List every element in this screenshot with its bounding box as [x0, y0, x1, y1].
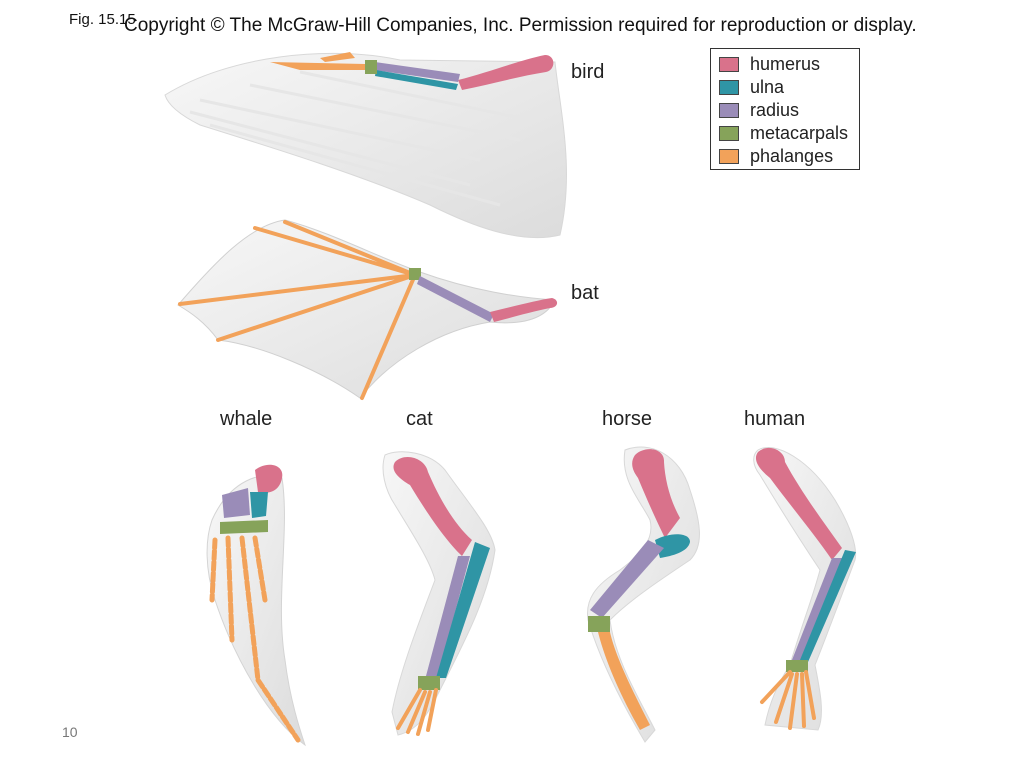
- whale-ulna: [250, 492, 268, 518]
- whale-flipper: [206, 464, 306, 747]
- human-skin: [753, 446, 857, 731]
- bat-wing: [177, 219, 558, 400]
- label-human: human: [744, 408, 806, 430]
- label-bird: bird: [571, 61, 605, 83]
- legend-label: phalanges: [750, 145, 834, 166]
- legend-label: ulna: [750, 76, 785, 97]
- bird-ulna: [375, 70, 458, 90]
- human-phalanges: [760, 670, 816, 730]
- bird-radius: [374, 62, 460, 82]
- bat-metacarpals: [409, 268, 421, 280]
- human-humerus: [755, 447, 842, 560]
- label-horse: horse: [602, 408, 653, 430]
- bat-phalanges: [178, 220, 417, 400]
- legend-swatch: [719, 125, 739, 141]
- legend-label: humerus: [750, 53, 821, 74]
- legend-swatch: [719, 102, 739, 118]
- cat-ulna: [436, 542, 490, 678]
- copyright-notice: Copyright © The McGraw-Hill Companies, I…: [124, 15, 917, 36]
- horse-radius: [590, 540, 664, 618]
- legend-swatch: [719, 148, 739, 164]
- human-ulna: [800, 550, 856, 662]
- label-bat: bat: [571, 282, 599, 304]
- bat-humerus: [490, 298, 558, 322]
- horse-humerus: [632, 449, 680, 538]
- legend-item-radius: radius: [719, 99, 799, 121]
- whale-metacarpals: [220, 520, 268, 534]
- bone-legend: humerus ulna radius metacarpals phalange…: [710, 48, 860, 170]
- horse-ulna: [655, 534, 690, 558]
- bird-humerus: [458, 55, 554, 90]
- legend-swatch: [719, 56, 739, 72]
- whale-phalanges: [209, 535, 301, 743]
- page-number: 10: [62, 724, 78, 740]
- human-metacarpals: [786, 660, 808, 672]
- cat-phalanges: [396, 688, 438, 736]
- bat-membrane: [177, 219, 556, 399]
- legend-item-humerus: humerus: [719, 53, 820, 75]
- legend-item-phalanges: phalanges: [719, 145, 833, 167]
- cat-leg: [382, 451, 496, 736]
- horse-leg: [586, 446, 700, 743]
- bat-radius: [417, 276, 494, 322]
- legend-item-ulna: ulna: [719, 76, 784, 98]
- legend-swatch: [719, 79, 739, 95]
- legend-label: radius: [750, 99, 800, 120]
- legend-label: metacarpals: [750, 122, 849, 143]
- label-whale: whale: [220, 408, 273, 430]
- horse-phalanges: [598, 632, 650, 730]
- cat-radius: [426, 556, 470, 676]
- label-cat: cat: [406, 408, 433, 430]
- bird-metacarpals: [365, 60, 377, 74]
- bird-feather-lines: [189, 70, 531, 207]
- human-arm: [753, 446, 857, 731]
- human-radius: [792, 558, 842, 662]
- bird-wing: [164, 52, 567, 239]
- cat-humerus: [393, 457, 472, 556]
- whale-humerus: [255, 464, 283, 493]
- bird-phalanges: [270, 52, 365, 70]
- bird-feathers: [164, 52, 567, 239]
- horse-metacarpals: [588, 616, 610, 632]
- legend-item-metacarpals: metacarpals: [719, 122, 848, 144]
- cat-skin: [382, 451, 496, 736]
- figure-label: Fig. 15.15: [69, 11, 136, 28]
- whale-radius: [222, 488, 250, 518]
- cat-metacarpals: [418, 676, 440, 690]
